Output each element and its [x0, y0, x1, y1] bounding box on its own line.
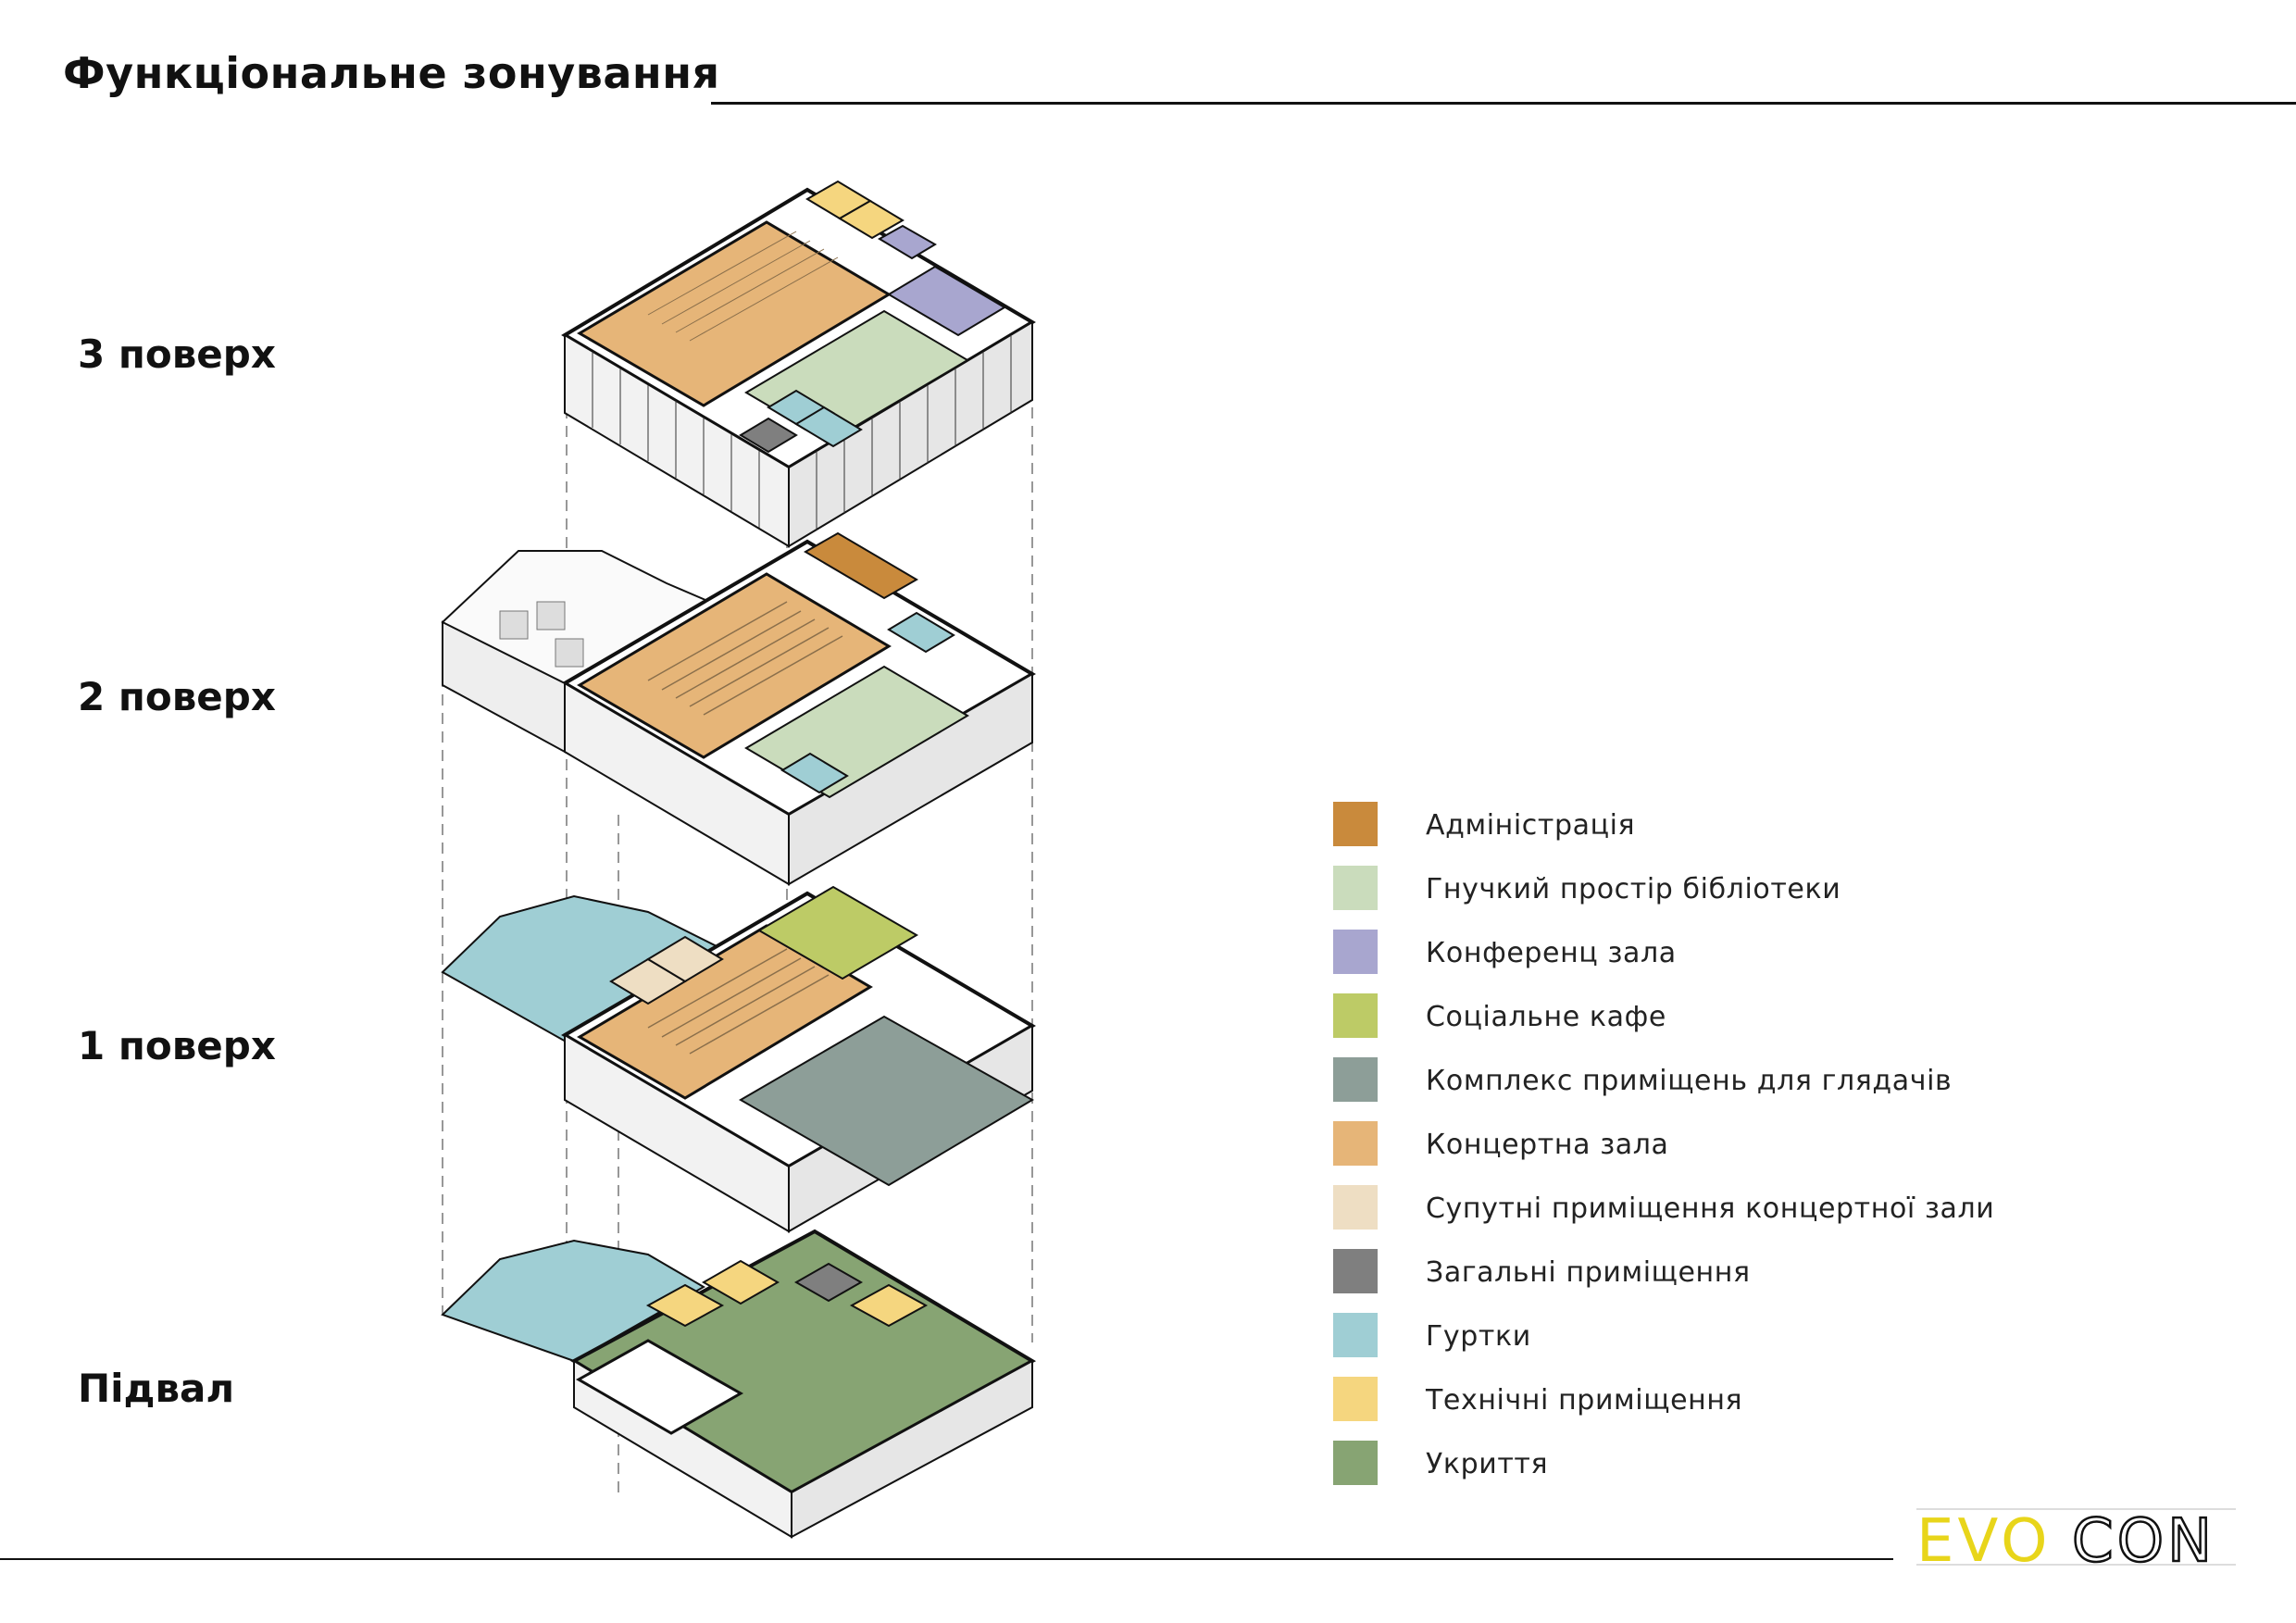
legend-item-administration: Адміністрація	[1333, 802, 2074, 846]
floor-label-2: 2 поверх	[78, 674, 276, 719]
legend-label: Концертна зала	[1426, 1129, 1669, 1161]
legend-swatch	[1333, 1185, 1378, 1230]
legend-swatch	[1333, 993, 1378, 1038]
floor-1-plan	[441, 885, 1036, 1233]
floor-label-basement: Підвал	[78, 1366, 235, 1411]
legend-swatch	[1333, 866, 1378, 910]
floor-3-plan	[561, 180, 1036, 548]
legend-item-common-rooms: Загальні приміщення	[1333, 1249, 2074, 1293]
legend-swatch	[1333, 1313, 1378, 1357]
legend-swatch	[1333, 1377, 1378, 1421]
legend-item-shelter: Укриття	[1333, 1441, 2074, 1485]
logo-evo: EVO	[1916, 1507, 2051, 1574]
legend-label: Супутні приміщення концертної зали	[1426, 1192, 1995, 1225]
legend-label: Конференц зала	[1426, 937, 1677, 969]
legend-swatch	[1333, 930, 1378, 974]
title-rule	[711, 102, 2296, 105]
legend-label: Гуртки	[1426, 1320, 1531, 1353]
legend-item-library: Гнучкий простір бібліотеки	[1333, 866, 2074, 910]
legend-swatch	[1333, 1121, 1378, 1166]
page-title: Функціональне зонування	[63, 48, 720, 98]
floor-label-1: 1 поверх	[78, 1023, 276, 1068]
legend-label: Гнучкий простір бібліотеки	[1426, 873, 1841, 905]
evocon-logo: EVO CON	[1916, 1506, 2236, 1574]
legend-item-concert-support: Супутні приміщення концертної зали	[1333, 1185, 2074, 1230]
logo-con: CON	[2072, 1507, 2215, 1574]
bottom-rule	[0, 1558, 1893, 1560]
legend-item-clubs: Гуртки	[1333, 1313, 2074, 1357]
legend-item-spectator-complex: Комплекс приміщень для глядачів	[1333, 1057, 2074, 1102]
legend-swatch	[1333, 1249, 1378, 1293]
legend-label: Технічні приміщення	[1426, 1384, 1743, 1417]
legend-label: Адміністрація	[1426, 809, 1636, 842]
legend-label: Комплекс приміщень для глядачів	[1426, 1065, 1953, 1097]
floor-2-plan	[441, 531, 1036, 886]
legend-item-conference-hall: Конференц зала	[1333, 930, 2074, 974]
legend-item-concert-hall: Концертна зала	[1333, 1121, 2074, 1166]
legend-label: Соціальне кафе	[1426, 1001, 1666, 1033]
legend-swatch	[1333, 1441, 1378, 1485]
legend-item-social-cafe: Соціальне кафе	[1333, 993, 2074, 1038]
legend-item-technical: Технічні приміщення	[1333, 1377, 2074, 1421]
legend-swatch	[1333, 802, 1378, 846]
legend-label: Загальні приміщення	[1426, 1256, 1751, 1289]
floor-label-3: 3 поверх	[78, 331, 276, 377]
legend-label: Укриття	[1426, 1448, 1549, 1480]
legend-swatch	[1333, 1057, 1378, 1102]
basement-plan	[441, 1229, 1037, 1539]
